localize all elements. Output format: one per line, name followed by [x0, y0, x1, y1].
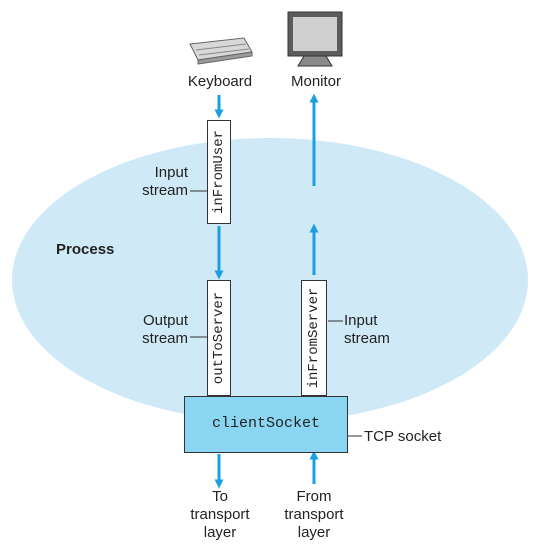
inFromUser-stream-box: inFromUser — [207, 120, 231, 224]
monitor-icon — [287, 11, 343, 67]
from-transport-line2: transport — [284, 506, 344, 523]
outToServer-label: outToServer — [211, 291, 227, 385]
to-transport-line1: To — [212, 488, 228, 505]
inFromServer-caption: Input stream — [344, 312, 390, 348]
process-ellipse — [12, 138, 528, 422]
outToServer-caption-line1: Output — [142, 312, 188, 329]
outToServer-stream-box: outToServer — [207, 280, 231, 396]
inFromUser-caption-line1: Input — [154, 164, 188, 181]
inFromServer-label: inFromServer — [306, 287, 322, 389]
inFromServer-caption-line2: stream — [344, 330, 390, 347]
keyboard-icon — [189, 37, 253, 65]
to-transport-label: To transport layer — [175, 488, 265, 542]
from-transport-label: From transport layer — [269, 488, 359, 542]
outToServer-caption: Output stream — [118, 312, 188, 348]
monitor-label: Monitor — [290, 73, 342, 90]
client-socket-label: clientSocket — [211, 415, 321, 432]
inFromServer-stream-box: inFromServer — [301, 280, 327, 396]
keyboard-label: Keyboard — [187, 73, 253, 90]
inFromServer-caption-line1: Input — [344, 312, 378, 329]
to-transport-line2: transport — [190, 506, 250, 523]
to-transport-line3: layer — [203, 524, 237, 541]
from-transport-line3: layer — [297, 524, 331, 541]
inFromUser-caption: Input stream — [118, 164, 188, 200]
outToServer-caption-line2: stream — [142, 330, 188, 347]
inFromUser-label: inFromUser — [211, 129, 227, 215]
process-label: Process — [56, 241, 115, 258]
from-transport-line1: From — [296, 488, 332, 505]
inFromUser-caption-line2: stream — [142, 182, 188, 199]
client-socket-box: clientSocket — [184, 396, 348, 453]
tcp-socket-caption: TCP socket — [364, 428, 442, 445]
